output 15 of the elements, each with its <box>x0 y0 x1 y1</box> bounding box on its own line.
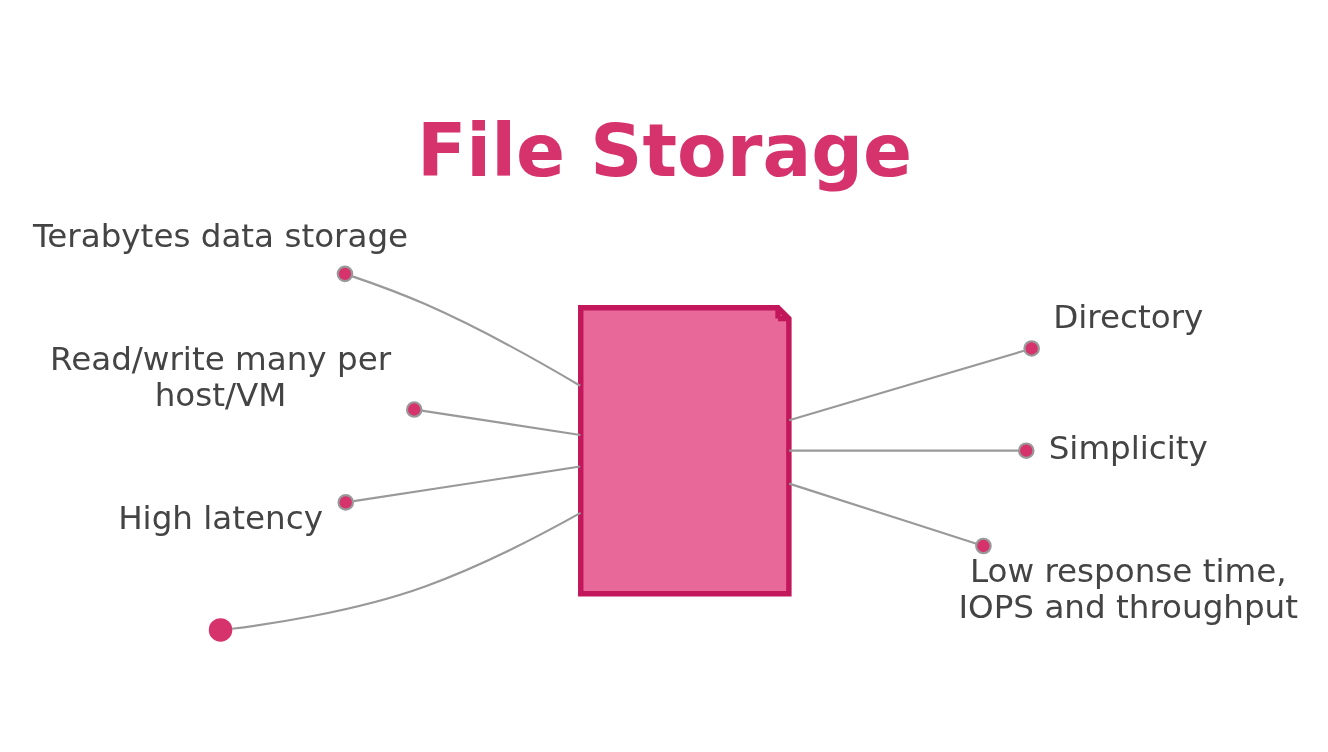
node-text: Directory <box>1053 297 1204 336</box>
node-text: Read/write many per host/VM <box>50 339 392 414</box>
connector <box>336 265 581 387</box>
connector <box>231 511 582 630</box>
connector <box>788 482 992 554</box>
node-circle <box>208 617 233 642</box>
connector <box>337 464 581 511</box>
connector <box>405 400 581 436</box>
diagram-title: File Storage <box>416 108 913 193</box>
node-text: Terabytes data storage <box>32 216 409 255</box>
connector <box>789 441 1035 459</box>
connector <box>788 339 1040 421</box>
node-text: Low response time, IOPS and throughput <box>958 551 1299 626</box>
node-text: Simplicity <box>1048 428 1208 467</box>
node-text: High latency <box>118 498 323 537</box>
